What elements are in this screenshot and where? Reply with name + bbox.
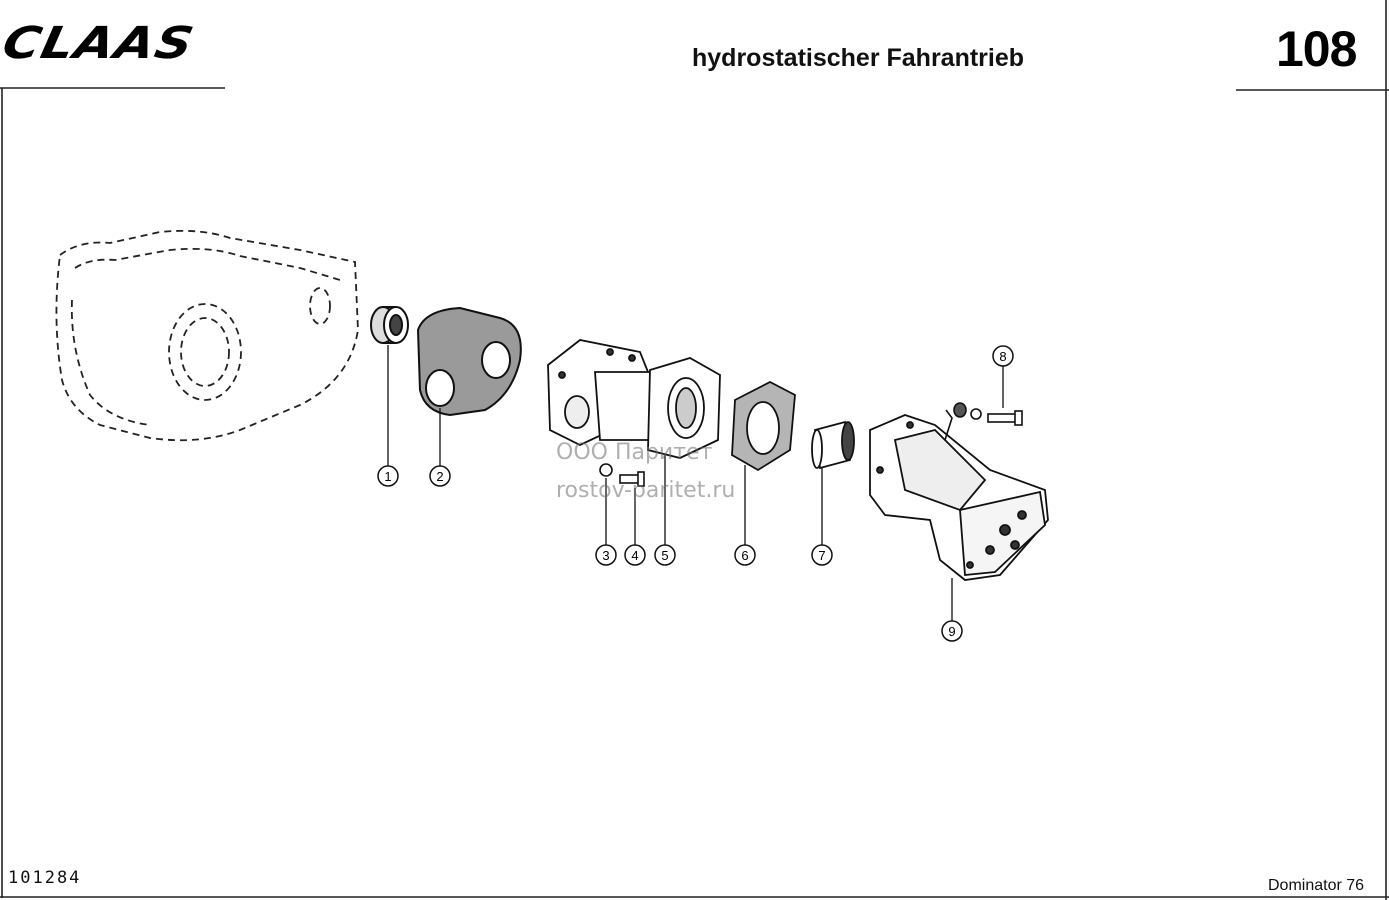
callout-9-label: 9: [948, 624, 955, 639]
watermark-url: rostov-paritet.ru: [556, 478, 736, 503]
model-name: Dominator 76: [1268, 877, 1365, 894]
page-title: hydrostatischer Fahrantrieb: [692, 44, 1025, 72]
callout-6: 6: [734, 544, 756, 566]
watermark-company: ООО Паритет: [556, 440, 713, 465]
flange-housing-part: [547, 339, 721, 459]
callout-2: 2: [429, 465, 451, 487]
page-number: 108: [1276, 21, 1357, 77]
callout-3-label: 3: [602, 548, 609, 563]
washer-part: [599, 463, 613, 477]
callout-8: 8: [992, 345, 1014, 367]
callout-7: 7: [811, 544, 833, 566]
gearbox-housing-outline: [55, 229, 359, 442]
callout-9: 9: [941, 620, 963, 642]
callout-1: 1: [377, 465, 399, 487]
sleeve-part: [811, 420, 855, 470]
callout-5: 5: [654, 544, 676, 566]
hydraulic-motor-part: [869, 414, 1049, 581]
callout-6-label: 6: [741, 548, 748, 563]
callout-7-label: 7: [818, 548, 825, 563]
bolt-set-part: [944, 402, 1023, 441]
callout-3: 3: [595, 544, 617, 566]
gasket-part: [416, 306, 522, 417]
callout-5-label: 5: [661, 548, 668, 563]
callout-4: 4: [624, 544, 646, 566]
screw-part: [619, 471, 645, 487]
document-number: 101284: [8, 868, 82, 888]
leader-lines: [387, 345, 1004, 621]
seal-ring-part: [731, 380, 796, 472]
callout-4-label: 4: [631, 548, 638, 563]
callout-1-label: 1: [384, 469, 391, 484]
bearing-part: [370, 306, 409, 344]
callout-8-label: 8: [999, 349, 1006, 364]
callout-2-label: 2: [436, 469, 443, 484]
